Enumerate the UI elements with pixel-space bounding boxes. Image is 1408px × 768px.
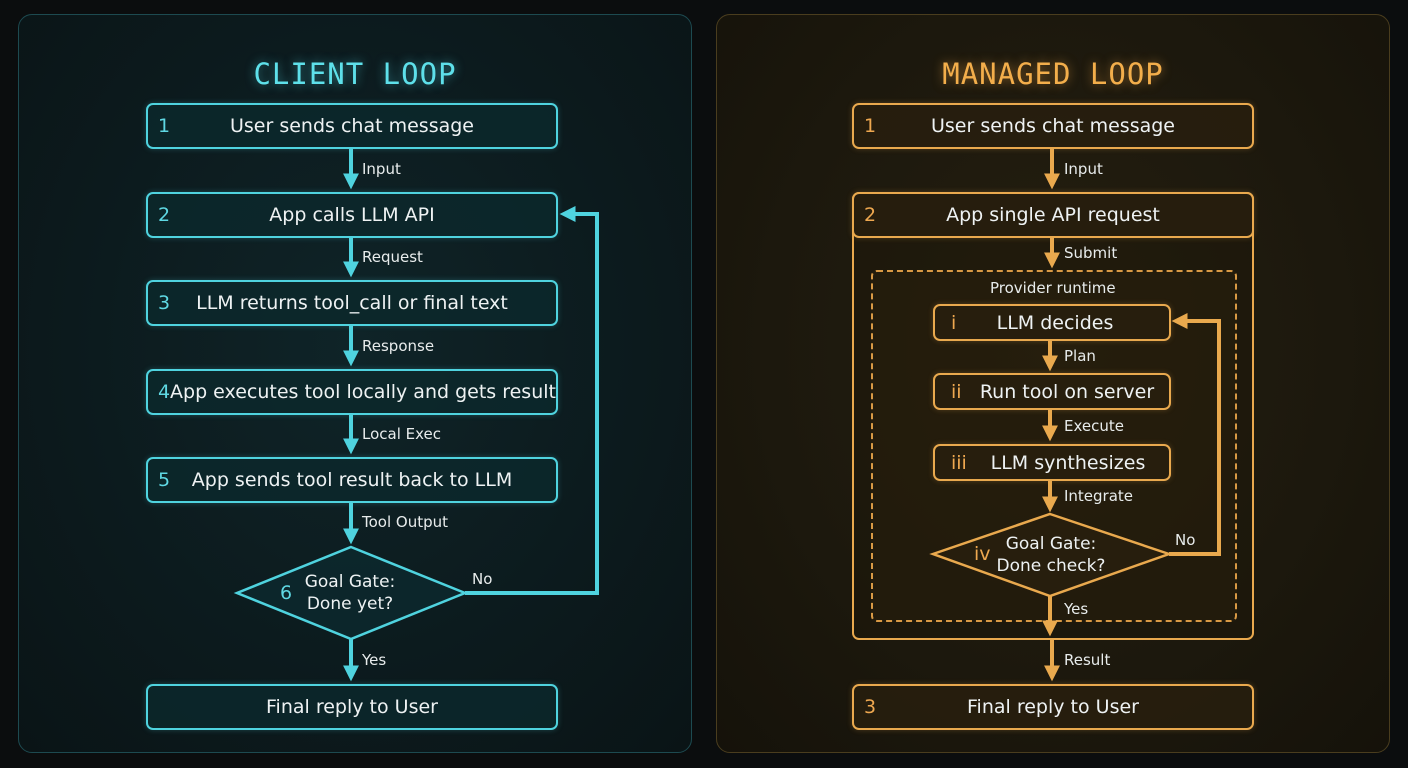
client-loop-no-arrow bbox=[465, 206, 599, 595]
client-gate-text: Goal Gate: Done yet? bbox=[295, 571, 405, 615]
managed-edge-plan: Plan bbox=[1064, 347, 1096, 365]
client-loop-title: CLIENT LOOP bbox=[253, 57, 457, 91]
client-step-5-number: 5 bbox=[158, 469, 171, 491]
client-step-4: 4 App executes tool locally and gets res… bbox=[146, 369, 558, 415]
runtime-step-iii-number: iii bbox=[951, 451, 967, 474]
client-final-label: Final reply to User bbox=[266, 696, 438, 718]
runtime-step-ii-label: Run tool on server bbox=[979, 380, 1155, 403]
client-edge-input: Input bbox=[362, 160, 401, 178]
managed-edge-no: No bbox=[1175, 531, 1196, 549]
client-final-reply: Final reply to User bbox=[146, 684, 558, 730]
client-step-2-label: App calls LLM API bbox=[269, 204, 435, 226]
client-edge-yes: Yes bbox=[362, 651, 387, 669]
managed-edge-input: Input bbox=[1064, 160, 1103, 178]
client-step-3: 3 LLM returns tool_call or final text bbox=[146, 280, 558, 326]
client-step-2: 2 App calls LLM API bbox=[146, 192, 558, 238]
client-gate-number: 6 bbox=[280, 582, 293, 604]
managed-step-1-number: 1 bbox=[864, 115, 877, 137]
managed-final-number: 3 bbox=[864, 696, 877, 718]
managed-final-label: Final reply to User bbox=[967, 696, 1139, 718]
client-loop-panel: CLIENT LOOP 1 User sends chat message 2 … bbox=[18, 14, 692, 753]
managed-edge-submit: Submit bbox=[1064, 244, 1118, 262]
managed-goal-gate-diamond bbox=[929, 512, 1173, 598]
client-edge-tool-output: Tool Output bbox=[362, 513, 449, 531]
provider-runtime-label: Provider runtime bbox=[990, 279, 1116, 297]
managed-loop-no-arrow bbox=[1169, 313, 1221, 556]
client-step-5-label: App sends tool result back to LLM bbox=[191, 469, 513, 491]
client-step-5: 5 App sends tool result back to LLM bbox=[146, 457, 558, 503]
client-goal-gate-diamond bbox=[233, 545, 469, 641]
client-step-3-label: LLM returns tool_call or final text bbox=[196, 292, 508, 314]
client-step-4-number: 4 bbox=[158, 381, 171, 403]
client-edge-local-exec: Local Exec bbox=[362, 425, 442, 443]
managed-gate-text: Goal Gate: Done check? bbox=[992, 533, 1110, 577]
client-gate-line2: Done yet? bbox=[306, 594, 394, 614]
client-gate-line1: Goal Gate: bbox=[304, 572, 396, 592]
managed-loop-panel: MANAGED LOOP 1 User sends chat message 2… bbox=[716, 14, 1390, 753]
client-edge-request: Request bbox=[362, 248, 423, 266]
managed-step-2-label: App single API request bbox=[946, 204, 1160, 226]
client-step-1-label: User sends chat message bbox=[230, 115, 474, 137]
managed-step-2-number: 2 bbox=[864, 204, 877, 226]
runtime-step-i-label: LLM decides bbox=[996, 311, 1114, 334]
managed-edge-execute: Execute bbox=[1064, 417, 1124, 435]
client-step-2-number: 2 bbox=[158, 204, 171, 226]
runtime-step-i-number: i bbox=[951, 311, 957, 334]
client-edge-response: Response bbox=[362, 337, 435, 355]
managed-edge-result: Result bbox=[1064, 651, 1111, 669]
client-step-4-label: App executes tool locally and gets resul… bbox=[170, 381, 556, 403]
managed-gate-line1: Goal Gate: bbox=[1005, 534, 1097, 554]
client-step-3-number: 3 bbox=[158, 292, 171, 314]
managed-edge-integrate: Integrate bbox=[1064, 487, 1134, 505]
client-edge-no: No bbox=[472, 570, 493, 588]
managed-edge-yes: Yes bbox=[1064, 600, 1089, 618]
managed-step-2: 2 App single API request bbox=[852, 192, 1254, 238]
managed-final-reply: 3 Final reply to User bbox=[852, 684, 1254, 730]
runtime-step-iii-label: LLM synthesizes bbox=[990, 451, 1146, 474]
managed-step-1-label: User sends chat message bbox=[931, 115, 1175, 137]
client-step-1-number: 1 bbox=[158, 115, 171, 137]
managed-gate-line2: Done check? bbox=[996, 556, 1106, 576]
managed-loop-title: MANAGED LOOP bbox=[942, 57, 1164, 91]
runtime-step-ii: ii Run tool on server bbox=[933, 373, 1171, 410]
managed-gate-number: iv bbox=[974, 543, 991, 565]
runtime-step-ii-number: ii bbox=[951, 380, 962, 403]
